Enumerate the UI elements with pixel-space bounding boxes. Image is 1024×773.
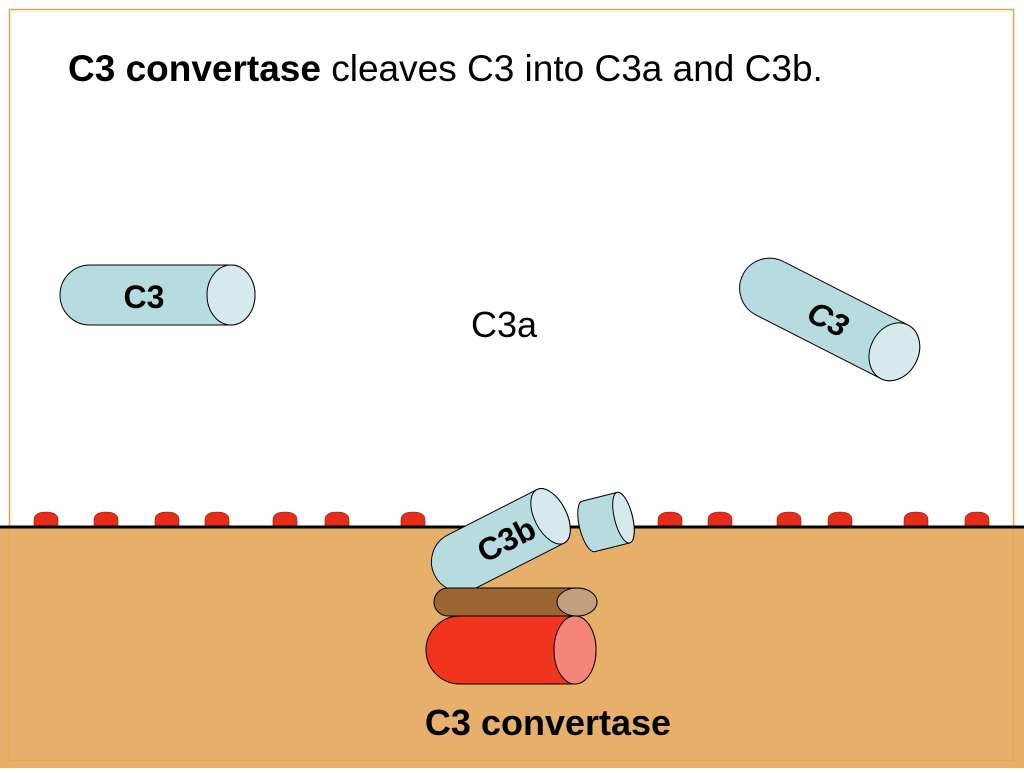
c3-cap (868, 322, 921, 382)
surface-receptor (400, 511, 426, 528)
slide-title-bold: C3 convertase (68, 48, 321, 89)
c3a-label: C3a (471, 304, 538, 345)
slide-title-rest: cleaves C3 into C3a and C3b. (320, 48, 823, 89)
convertase-lower-cap (553, 615, 597, 685)
surface-receptor (204, 511, 230, 528)
surface-receptor (657, 511, 683, 528)
surface-receptor (93, 511, 119, 528)
surface-receptor (776, 511, 802, 528)
surface-receptor (964, 511, 990, 528)
c3-molecule-right: C3 (739, 257, 921, 382)
convertase-label: C3 convertase (425, 702, 671, 743)
convertase-upper-subunit (433, 587, 598, 617)
surface-receptor (33, 511, 59, 528)
slide-frame (8, 8, 1015, 762)
surface-receptor (827, 511, 853, 528)
c3b-cap (530, 488, 571, 545)
surface-receptor (324, 511, 350, 528)
surface-receptor (272, 511, 298, 528)
surface-receptor (903, 511, 929, 528)
c3a-fragment-cap (612, 491, 635, 544)
convertase-upper-cap (556, 587, 598, 617)
c3-label-left: C3 (124, 279, 165, 315)
slide-title: C3 convertase cleaves C3 into C3a and C3… (68, 48, 823, 90)
convertase-lower-subunit (425, 615, 597, 685)
c3b-molecule: C3b (430, 488, 571, 593)
surface-receptors (33, 511, 990, 528)
c3a-fragment (577, 491, 635, 553)
surface-receptor (154, 511, 180, 528)
c3-cap (206, 264, 256, 326)
c3-molecule-left: C3 (59, 264, 256, 326)
surface-receptor (707, 511, 733, 528)
